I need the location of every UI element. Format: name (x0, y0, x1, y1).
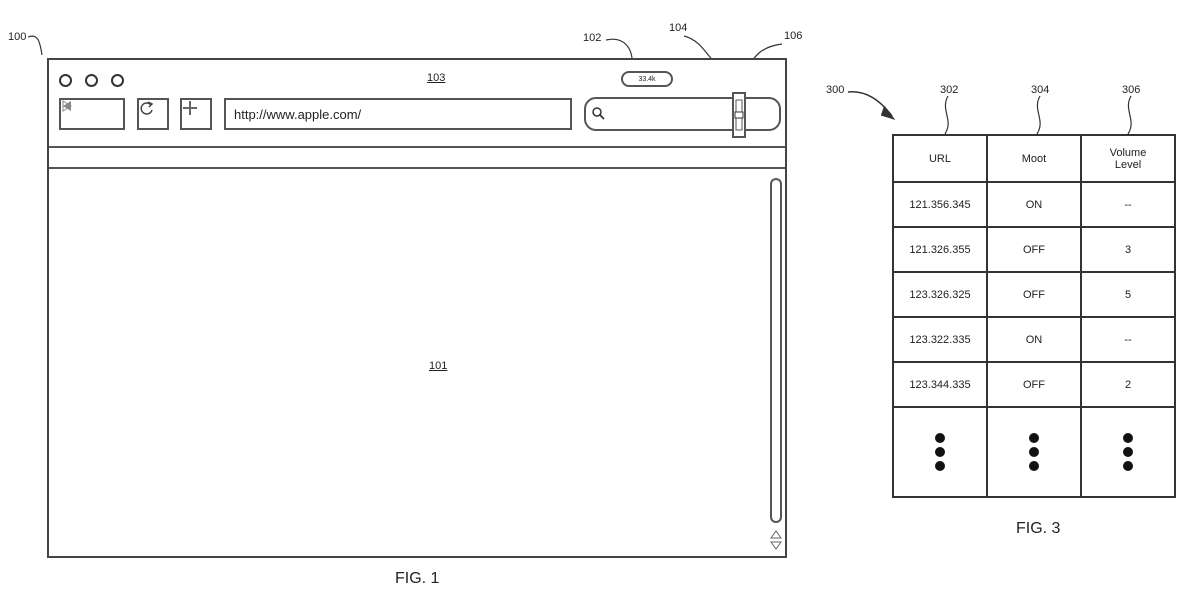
ref-302: 302 (940, 84, 959, 96)
back-arrow-icon[interactable] (61, 100, 73, 112)
fig1-caption: FIG. 1 (395, 570, 440, 587)
mute-indicator-pill[interactable]: 33.4k (621, 71, 673, 87)
table-row: 121.356.345 ON -- (892, 181, 1176, 228)
cell-url: 121.326.355 (892, 226, 988, 273)
cell-volume: 5 (1080, 271, 1176, 318)
table-row: 123.344.335 OFF 2 (892, 361, 1176, 408)
header-moot: Moot (986, 134, 1082, 183)
ref-100: 100 (8, 31, 27, 43)
close-light[interactable] (59, 74, 72, 87)
toolbar-divider (49, 146, 785, 148)
table-row: 123.326.325 OFF 5 (892, 271, 1176, 318)
ref-306: 306 (1122, 84, 1141, 96)
cell-url: 121.356.345 (892, 181, 988, 228)
fig3-caption: FIG. 3 (1016, 520, 1061, 537)
ellipsis-cell (1080, 406, 1176, 498)
ref-103-title: 103 (427, 72, 446, 84)
ellipsis-row (892, 406, 1176, 498)
cell-url: 123.322.335 (892, 316, 988, 363)
cell-moot: OFF (986, 226, 1082, 273)
ref-101-content: 101 (429, 360, 448, 372)
cell-volume: -- (1080, 316, 1176, 363)
cell-volume: 2 (1080, 361, 1176, 408)
ref-300: 300 (826, 84, 845, 96)
ellipsis-cell (986, 406, 1082, 498)
back-forward-button[interactable] (59, 98, 125, 130)
url-mute-table: URL Moot Volume Level 121.356.345 ON -- … (892, 134, 1176, 498)
cell-moot: OFF (986, 271, 1082, 318)
minimize-light[interactable] (85, 74, 98, 87)
cell-moot: ON (986, 316, 1082, 363)
reload-icon (140, 101, 154, 115)
bookmarks-bar-divider (49, 167, 785, 169)
add-bookmark-button[interactable] (180, 98, 212, 130)
plus-icon (183, 101, 197, 115)
cell-url: 123.326.325 (892, 271, 988, 318)
header-volume-level: Volume Level (1080, 134, 1176, 183)
cell-volume: -- (1080, 181, 1176, 228)
cell-moot: OFF (986, 361, 1082, 408)
scroll-arrows[interactable] (769, 528, 783, 552)
search-field[interactable] (584, 97, 781, 131)
browser-window: 103 http://www.apple.com/ 33.4k 101 (47, 58, 787, 558)
table-row: 121.326.355 OFF 3 (892, 226, 1176, 273)
forward-arrow-icon[interactable] (61, 100, 73, 112)
zoom-light[interactable] (111, 74, 124, 87)
scroll-up-icon (770, 530, 782, 539)
volume-slider[interactable] (732, 92, 746, 138)
cell-url: 123.344.335 (892, 361, 988, 408)
scrollbar[interactable] (770, 178, 782, 523)
header-url: URL (892, 134, 988, 183)
cell-volume: 3 (1080, 226, 1176, 273)
table-header-row: URL Moot Volume Level (892, 134, 1176, 183)
cell-moot: ON (986, 181, 1082, 228)
vertical-ellipsis-icon (1029, 433, 1039, 471)
url-field[interactable]: http://www.apple.com/ (224, 98, 572, 130)
ref-104: 104 (669, 22, 688, 34)
ellipsis-cell (892, 406, 988, 498)
table-row: 123.322.335 ON -- (892, 316, 1176, 363)
search-icon (592, 107, 605, 120)
volume-slider-track (734, 99, 744, 131)
ref-102: 102 (583, 32, 602, 44)
ref-106: 106 (784, 30, 803, 42)
scroll-down-icon (770, 541, 782, 550)
vertical-ellipsis-icon (935, 433, 945, 471)
reload-button[interactable] (137, 98, 169, 130)
ref-304: 304 (1031, 84, 1050, 96)
vertical-ellipsis-icon (1123, 433, 1133, 471)
